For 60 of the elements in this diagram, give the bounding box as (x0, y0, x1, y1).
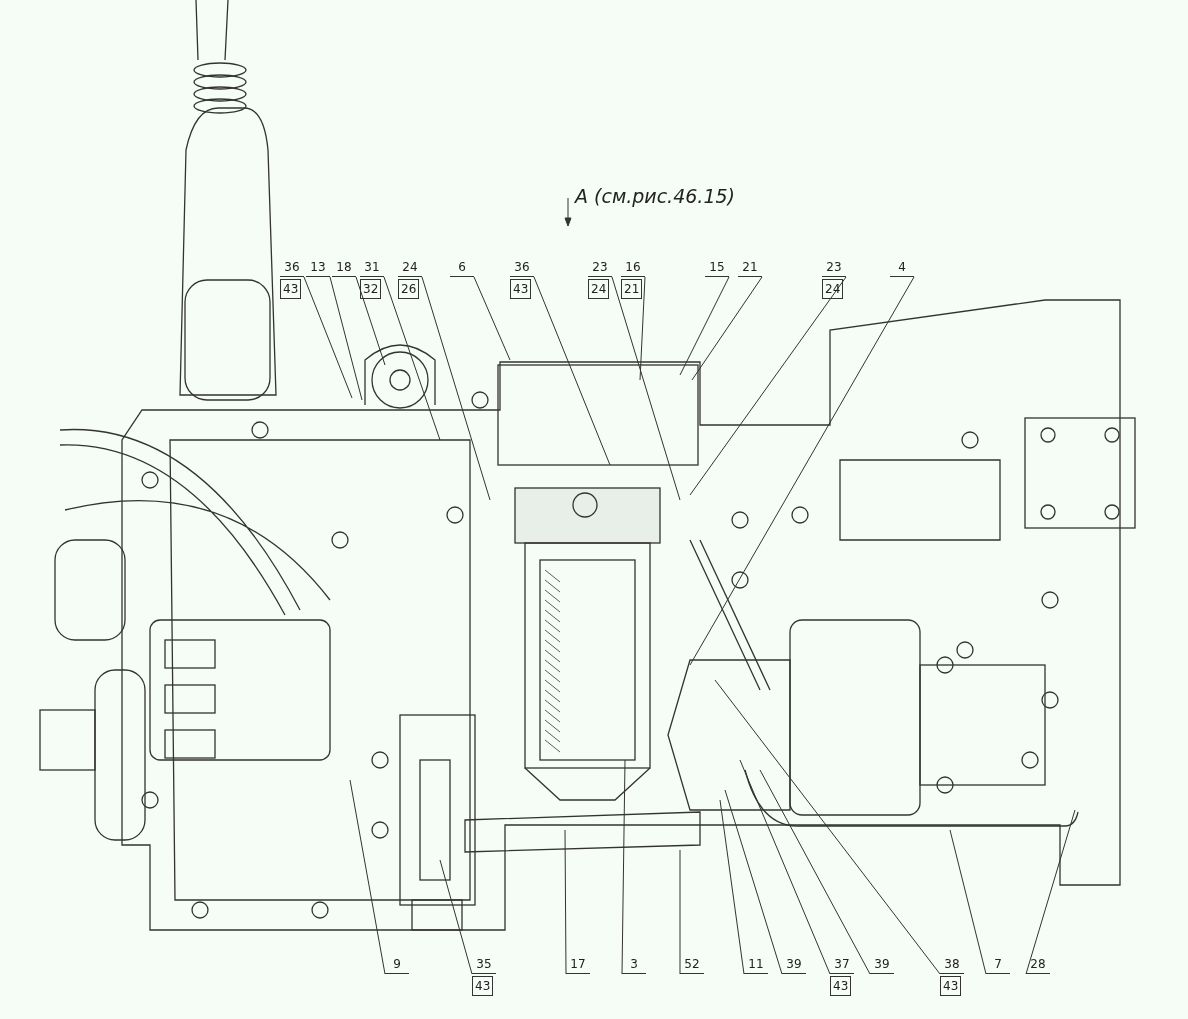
callout-number: 3 (622, 955, 646, 974)
leader-line (679, 849, 681, 975)
callout-number: 18 (332, 258, 356, 277)
leader-line (949, 829, 987, 975)
callout-number: 13 (306, 258, 330, 277)
callout-number: 24 (398, 258, 422, 277)
leader-line (719, 799, 745, 975)
leader-line (691, 276, 763, 381)
callout-number: 21 (738, 258, 762, 277)
leader-line (689, 276, 847, 496)
leader-line (421, 276, 491, 501)
callout-number: 23 (822, 258, 846, 277)
callout-number: 11 (744, 955, 768, 974)
leader-line (739, 759, 831, 975)
leader-line (533, 276, 611, 466)
callout-number: 36 (280, 258, 304, 277)
leader-line (724, 789, 783, 975)
leader-line (349, 779, 386, 975)
leader-line (621, 759, 626, 975)
leader-line (303, 276, 353, 399)
callout-number: 36 (510, 258, 534, 277)
callout-number: 43 (940, 976, 962, 996)
callout-number: 28 (1026, 955, 1050, 974)
callout-number: 9 (385, 955, 409, 974)
callout-number: 31 (360, 258, 384, 277)
leader-line (329, 276, 363, 401)
leader-line (564, 829, 567, 975)
callout-number: 7 (986, 955, 1010, 974)
callout-number: 24 (822, 279, 844, 299)
callout-number: 43 (472, 976, 494, 996)
leader-line (679, 276, 730, 376)
callout-number: 52 (680, 955, 704, 974)
callout-number: 21 (621, 279, 643, 299)
leader-line (689, 276, 915, 666)
callout-number: 43 (280, 279, 302, 299)
leader-line (759, 769, 871, 975)
callout-number: 38 (940, 955, 964, 974)
leader-line (439, 859, 473, 975)
leader-line (473, 276, 511, 361)
callout-number: 17 (566, 955, 590, 974)
leader-line (611, 276, 681, 501)
callout-number: 37 (830, 955, 854, 974)
callout-number: 24 (588, 279, 610, 299)
callout-number: 16 (621, 258, 645, 277)
callout-number: 4 (890, 258, 914, 277)
leader-line (639, 276, 646, 381)
callout-number: 43 (510, 279, 532, 299)
view-note: A (см.рис.46.15) (575, 185, 735, 207)
callout-number: 32 (360, 279, 382, 299)
callout-number: 39 (870, 955, 894, 974)
leader-line (1025, 809, 1076, 975)
callout-number: 35 (472, 955, 496, 974)
leader-line (714, 679, 941, 975)
callout-number: 15 (705, 258, 729, 277)
callout-number: 23 (588, 258, 612, 277)
callout-number: 39 (782, 955, 806, 974)
callout-number: 6 (450, 258, 474, 277)
leader-line (355, 276, 386, 366)
callout-number: 43 (830, 976, 852, 996)
callout-number: 26 (398, 279, 420, 299)
